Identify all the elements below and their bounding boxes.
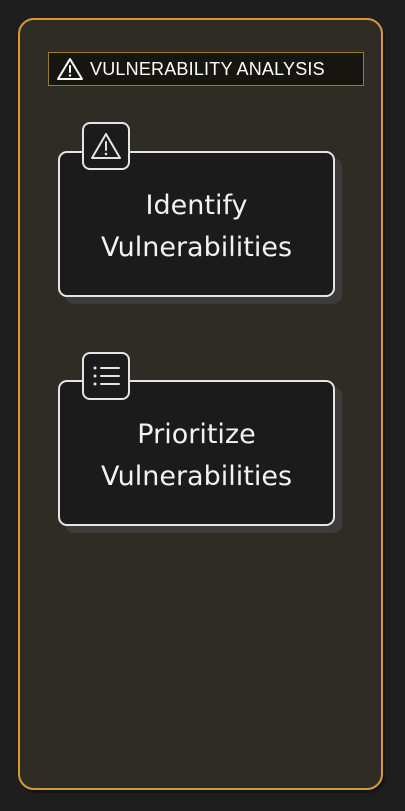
card-label-line: Vulnerabilities [100, 232, 293, 263]
identify-vulnerabilities-card: Identify Vulnerabilities [58, 151, 335, 297]
card-icon-badge [82, 352, 130, 400]
warning-triangle-icon [57, 58, 83, 80]
card-icon-badge [82, 122, 130, 170]
card-label-line: Identify [145, 190, 248, 221]
warning-triangle-icon [91, 133, 121, 159]
section-header: VULNERABILITY ANALYSIS [48, 52, 364, 86]
list-icon [93, 366, 120, 386]
section-title: VULNERABILITY ANALYSIS [90, 58, 325, 79]
card-label-line: Vulnerabilities [100, 461, 293, 492]
prioritize-vulnerabilities-card: Prioritize Vulnerabilities [58, 380, 335, 526]
card-label-line: Prioritize [137, 419, 256, 450]
